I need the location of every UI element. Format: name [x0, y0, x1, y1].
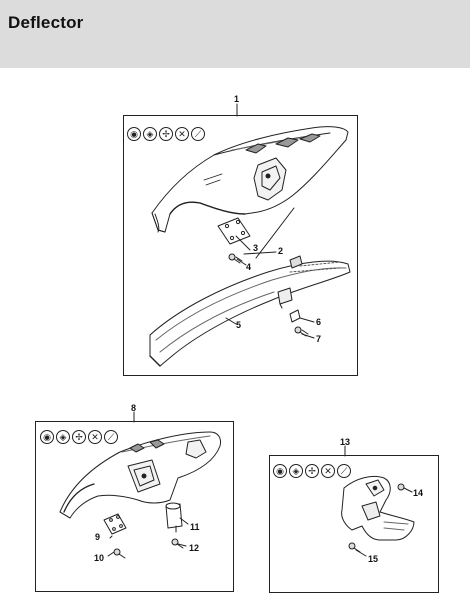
callout-4: 4	[246, 262, 252, 272]
mounting-plate-part-9	[103, 513, 127, 535]
leader-15	[355, 549, 367, 557]
brush-knife-icon: ✕	[88, 430, 102, 444]
grass-cutting-blade-icon: ✢	[72, 430, 86, 444]
leader-2-upper	[255, 207, 295, 259]
deflector-part-1	[151, 126, 349, 233]
polycut-head-icon: ⟋	[104, 430, 118, 444]
callout-9: 9	[95, 532, 101, 542]
callout-15: 15	[368, 554, 379, 564]
mounting-plate-part-3	[217, 217, 251, 245]
mowing-head-icon: ◈	[56, 430, 70, 444]
callout-11: 11	[190, 522, 200, 532]
mowing-head-icon: ◈	[143, 127, 157, 141]
page-title: Deflector	[8, 13, 84, 32]
leader-9	[109, 535, 113, 539]
string-trimmer-head-icon: ◉	[40, 430, 54, 444]
callout-1: 1	[234, 94, 240, 104]
callout-12: 12	[189, 543, 200, 553]
screw-part-7	[294, 326, 309, 337]
tool-symbols-assembly-8: ◉ ◈ ✢ ✕ ⟋	[40, 430, 118, 444]
screw-part-12	[171, 538, 184, 549]
grass-cutting-blade-icon: ✢	[159, 127, 173, 141]
leader-14	[403, 487, 413, 493]
callout-3: 3	[253, 243, 259, 253]
tool-symbols-assembly-1: ◉ ◈ ✢ ✕ ⟋	[127, 127, 205, 141]
leader-6	[299, 317, 315, 323]
leader-3	[235, 235, 251, 251]
tool-symbols-assembly-13: ◉ ◈ ✢ ✕ ⟋	[273, 464, 351, 478]
bracket-part-11	[165, 502, 183, 533]
leader-7	[301, 333, 315, 339]
leader-10	[107, 551, 115, 557]
nut-part-14	[397, 483, 405, 491]
leader-11	[179, 517, 189, 525]
screw-part-10	[113, 548, 126, 559]
deflector-part-8	[59, 431, 221, 519]
clamp-part-6	[277, 287, 301, 323]
callout-7: 7	[316, 334, 322, 344]
string-trimmer-head-icon: ◉	[127, 127, 141, 141]
callout-2: 2	[278, 246, 284, 256]
deflector-part-13	[341, 475, 415, 541]
header-bar: Deflector	[0, 0, 470, 68]
callout-5: 5	[236, 320, 242, 330]
leader-5	[225, 317, 237, 325]
brush-knife-icon: ✕	[175, 127, 189, 141]
brush-knife-icon: ✕	[321, 464, 335, 478]
leader-12	[177, 543, 187, 547]
callout-14: 14	[413, 488, 424, 498]
leader-4	[236, 258, 247, 266]
screw-part-4	[228, 253, 243, 264]
polycut-head-icon: ⟋	[191, 127, 205, 141]
grass-cutting-blade-icon: ✢	[305, 464, 319, 478]
callout-10: 10	[94, 553, 105, 563]
leader-2	[243, 251, 277, 255]
screw-part-15	[348, 542, 361, 553]
mowing-head-icon: ◈	[289, 464, 303, 478]
deflector-blade-part-5	[149, 255, 351, 367]
callout-13: 13	[340, 437, 351, 447]
polycut-head-icon: ⟋	[337, 464, 351, 478]
callout-6: 6	[316, 317, 322, 327]
string-trimmer-head-icon: ◉	[273, 464, 287, 478]
callout-8: 8	[131, 403, 137, 413]
